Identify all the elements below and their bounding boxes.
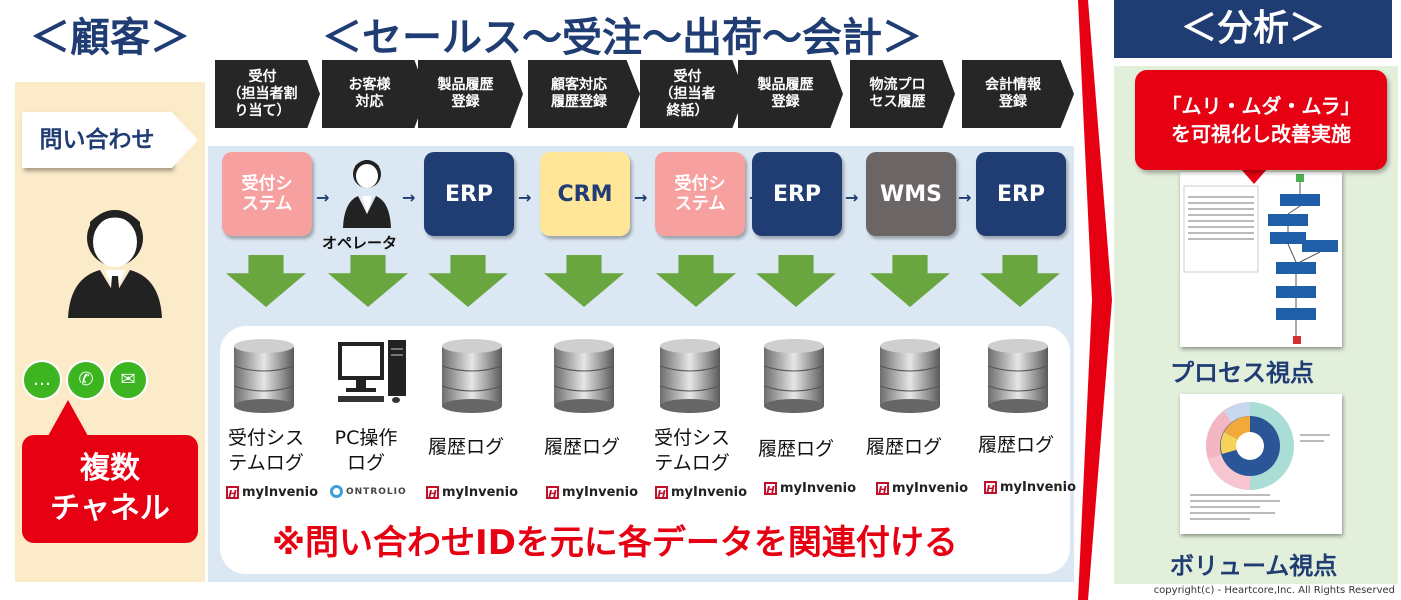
system-erp: ERP	[752, 152, 842, 236]
system-crm: CRM	[540, 152, 630, 236]
system-reception: 受付シ ステム	[222, 152, 312, 236]
improvement-callout: 「ムリ・ムダ・ムラ」 を可視化し改善実施	[1135, 70, 1387, 170]
arrow-right-icon: →	[634, 188, 648, 207]
database-icon	[987, 339, 1049, 413]
system-erp: ERP	[976, 152, 1066, 236]
customer-header: ＜顧客＞	[30, 15, 190, 61]
customer-person-icon	[68, 210, 162, 318]
brand-text: myInvenio	[442, 485, 519, 500]
log-label: 受付シス テムログ	[227, 427, 304, 474]
process-view-label: プロセス視点	[1170, 359, 1314, 387]
step-4: 顧客対応 履歴登録	[528, 60, 640, 128]
copyright: copyright(c) - Heartcore,Inc. All Rights…	[1153, 585, 1395, 596]
log-label: 履歴ログ	[427, 436, 504, 458]
brand-text: myInvenio	[892, 481, 969, 496]
database-icon	[763, 339, 825, 413]
donut-chart-icon	[1190, 402, 1330, 520]
database-icon	[441, 339, 503, 413]
volume-view-label: ボリューム視点	[1170, 552, 1338, 580]
pc-icon	[338, 340, 406, 403]
log-label: 履歴ログ	[543, 436, 620, 458]
process-map-icon	[1183, 174, 1338, 344]
flow-to-analysis-arrow	[1078, 0, 1112, 600]
log-label: 受付シス テムログ	[653, 427, 730, 474]
step-6: 製品履歴 登録	[738, 60, 843, 128]
brand-text: ONTROLIO	[346, 486, 407, 497]
analysis-header: ＜分析＞	[1114, 0, 1392, 58]
arrow-right-icon: →	[845, 188, 859, 207]
brand-text: myInvenio	[780, 481, 857, 496]
step-2: お客様 対応	[322, 60, 427, 128]
chat-icon: …	[22, 360, 62, 400]
database-icon	[233, 339, 295, 413]
operator-label: オペレータ	[322, 234, 398, 252]
flow-header: ＜セールス～受注～出荷～会計＞	[322, 15, 922, 61]
step-label: お客様 対応	[348, 77, 391, 110]
step-label: 製品履歴 登録	[757, 77, 814, 110]
step-8: 会計情報 登録	[962, 60, 1074, 128]
multi-channel-pointer	[48, 400, 88, 436]
step-label: 顧客対応 履歴登録	[551, 77, 607, 110]
system-reception: 受付シ ステム	[655, 152, 745, 236]
step-label: 受付 （担当者割 り当て）	[227, 68, 298, 119]
multi-channel-callout: 複数 チャネル	[22, 435, 198, 543]
brand-text: myInvenio	[1000, 480, 1077, 495]
step-label: 物流プロ セス履歴	[869, 77, 926, 110]
arrow-right-icon: →	[402, 188, 416, 207]
arrow-right-icon: →	[518, 188, 532, 207]
step-5: 受付 （担当者 終話）	[640, 60, 745, 128]
brand-text: myInvenio	[562, 485, 639, 500]
step-1: 受付 （担当者割 り当て）	[215, 60, 320, 128]
database-icon	[879, 339, 941, 413]
step-label: 製品履歴 登録	[437, 77, 494, 110]
step-7: 物流プロ セス履歴	[850, 60, 955, 128]
operator-icon	[343, 160, 391, 228]
step-label: 会計情報 登録	[985, 77, 1041, 110]
step-3: 製品履歴 登録	[418, 60, 523, 128]
multi-channel-text: 複数 チャネル	[50, 451, 170, 526]
system-erp: ERP	[424, 152, 514, 236]
correlation-note: ※問い合わせIDを元に各データを関連付ける	[272, 523, 958, 563]
log-label: PC操作 ログ	[334, 427, 398, 474]
arrow-right-icon: →	[958, 188, 972, 207]
brand-text: myInvenio	[242, 485, 319, 500]
phone-icon: ✆	[66, 360, 106, 400]
volume-chart-thumbnail	[1180, 394, 1342, 534]
log-label: 履歴ログ	[757, 438, 834, 460]
log-label: 履歴ログ	[865, 436, 942, 458]
log-label: 履歴ログ	[977, 434, 1054, 456]
arrow-right-icon: →	[316, 188, 330, 207]
inquiry-label: 問い合わせ	[22, 112, 172, 168]
callout-pointer	[1240, 168, 1268, 184]
mail-icon: ✉	[108, 360, 148, 400]
brand-text: myInvenio	[671, 485, 748, 500]
process-map-thumbnail	[1180, 172, 1342, 347]
inquiry-arrow	[172, 112, 198, 168]
controlio-logo: ONTROLIO	[330, 485, 407, 498]
database-icon	[659, 339, 721, 413]
database-icon	[553, 339, 615, 413]
system-wms: WMS	[866, 152, 956, 236]
step-label: 受付 （担当者 終話）	[659, 68, 716, 119]
